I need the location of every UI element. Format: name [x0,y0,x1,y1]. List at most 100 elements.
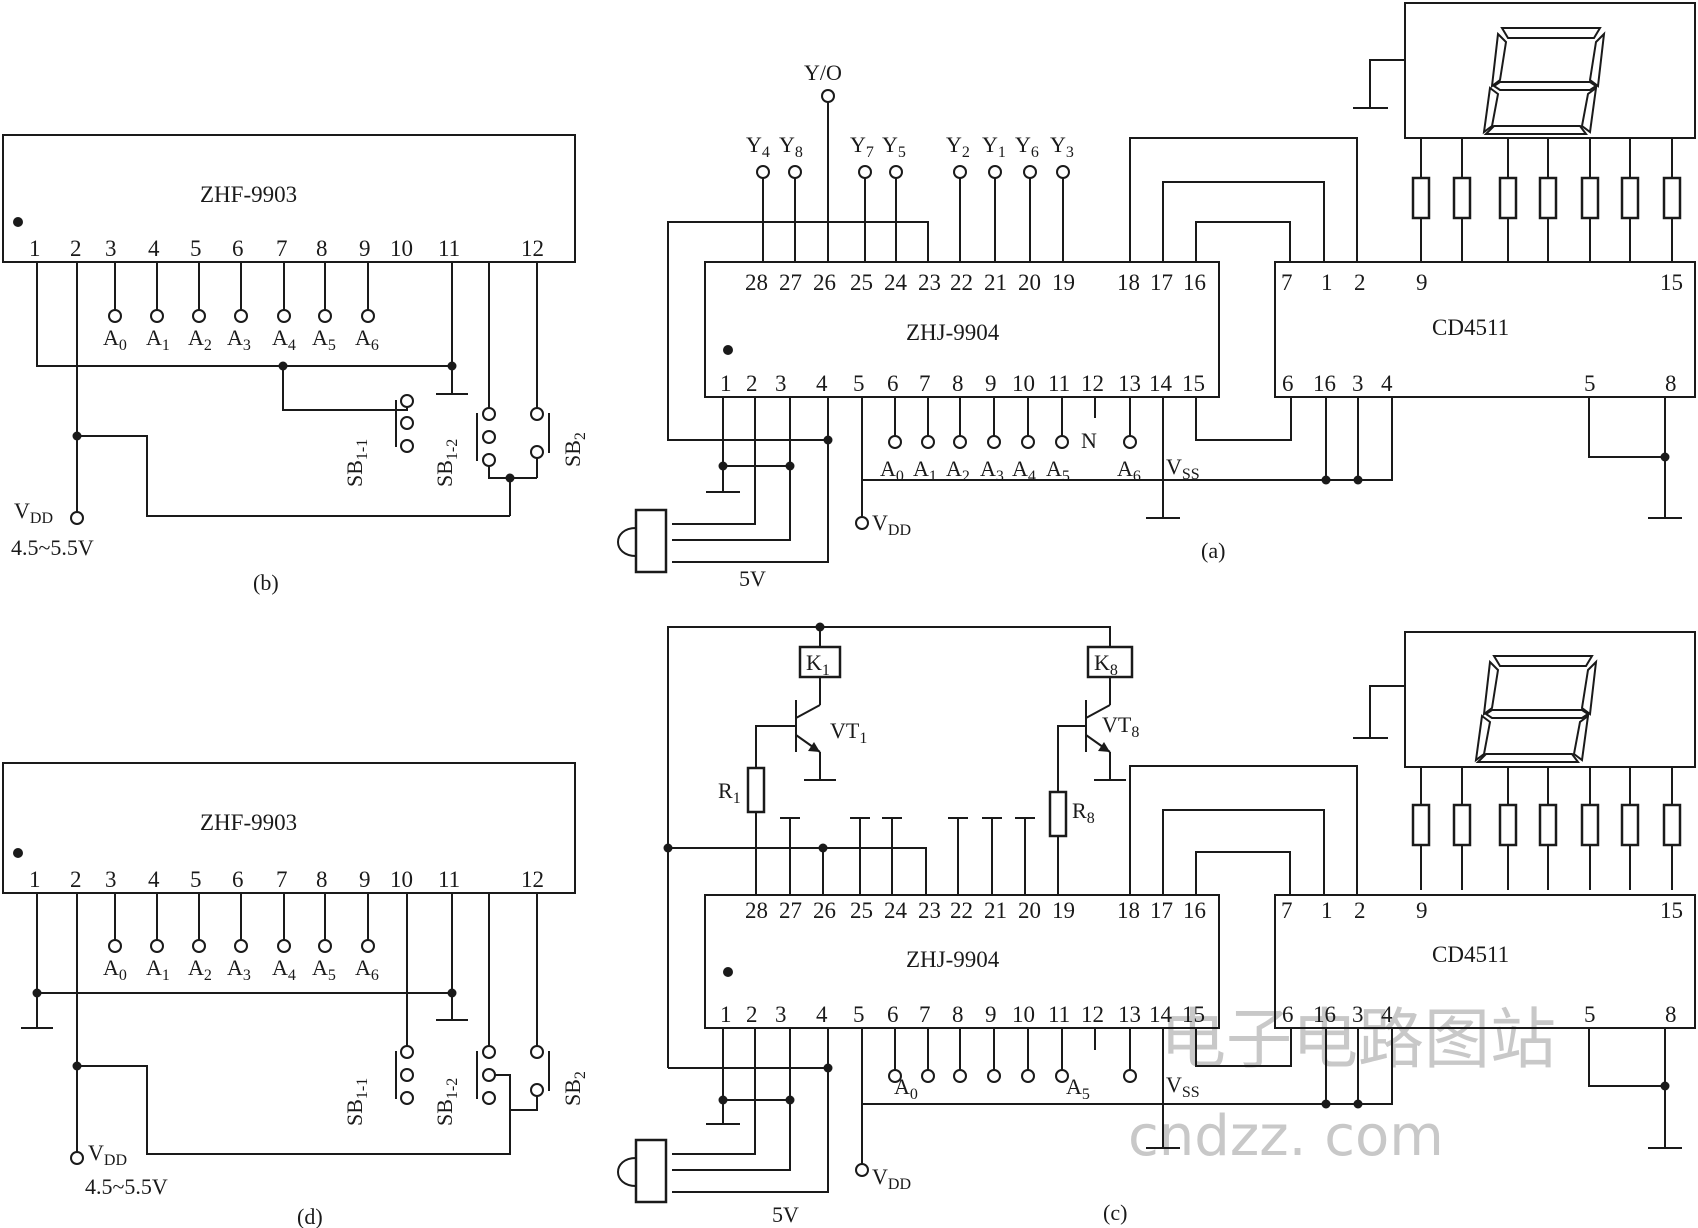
wiring-a [667,137,1682,563]
svg-text:9: 9 [1416,898,1428,923]
svg-text:A2: A2 [188,325,212,354]
decoder-top-pins-c: 28 27 26 25 24 23 22 21 20 19 18 17 16 [745,898,1206,923]
svg-text:A1: A1 [146,955,170,984]
svg-text:Y4: Y4 [746,132,770,161]
pin1-marker-c [723,967,733,977]
svg-text:19: 19 [1052,898,1075,923]
switches-d [395,1045,550,1111]
a0-label-c: A0 [894,1074,918,1103]
svg-text:15: 15 [1660,898,1683,923]
n-label-a: N [1081,428,1097,453]
svg-text:4: 4 [816,371,828,396]
svg-text:4: 4 [816,1002,828,1027]
caption-c: (c) [1103,1200,1127,1225]
svg-text:1: 1 [720,371,732,396]
svg-text:20: 20 [1018,898,1041,923]
svg-text:5: 5 [853,371,865,396]
relay-driver-network-c [663,622,1682,1193]
address-labels-a: A0 A1 A2 A3 A4 A5 [880,456,1070,485]
svg-text:5: 5 [853,1002,865,1027]
chip-label-d: ZHF-9903 [200,810,297,835]
svg-text:6: 6 [1282,1002,1294,1027]
decoder-label-c: ZHJ-9904 [906,947,1000,972]
svg-text:19: 19 [1052,270,1075,295]
switches-b [395,394,550,479]
svg-text:12: 12 [521,236,544,261]
svg-text:8: 8 [952,371,964,396]
segment-resistors-a [1411,138,1682,262]
svg-text:18: 18 [1117,270,1140,295]
svg-text:23: 23 [918,270,941,295]
svg-text:21: 21 [984,270,1007,295]
ir-receiver-c [617,1138,668,1204]
svg-text:5: 5 [190,236,202,261]
sb1-1-label-b: SB1-1 [342,439,371,487]
panel-b: ZHF-9903 1 2 3 4 5 6 7 8 9 10 11 12 A0 [2,134,589,595]
svg-text:23: 23 [918,898,941,923]
seven-seg-digit-a [1482,27,1606,135]
address-labels-b: A0 A1 A2 A3 A4 A5 A6 [103,325,379,354]
svg-text:11: 11 [438,236,460,261]
svg-text:15: 15 [1182,371,1205,396]
svg-text:A4: A4 [272,955,296,984]
svg-text:16: 16 [1313,371,1336,396]
svg-text:3: 3 [1352,371,1364,396]
svg-text:28: 28 [745,898,768,923]
relay8-label-c: K8 [1094,650,1118,679]
svg-text:11: 11 [438,867,460,892]
svg-text:13: 13 [1118,371,1141,396]
svg-text:6: 6 [887,371,899,396]
chip-pins-b: 1 2 3 4 5 6 7 8 9 10 11 12 [29,236,544,261]
svg-text:8: 8 [316,236,328,261]
svg-text:28: 28 [745,270,768,295]
svg-text:5: 5 [1584,1002,1596,1027]
svg-text:24: 24 [884,898,908,923]
caption-b: (b) [253,570,279,595]
vss-label-a: VSS [1166,454,1200,483]
svg-text:5: 5 [190,867,202,892]
svg-text:11: 11 [1048,371,1070,396]
svg-text:2: 2 [746,1002,758,1027]
svg-text:18: 18 [1117,898,1140,923]
svg-text:6: 6 [232,867,244,892]
zhj-9904-chip-c [704,894,1220,1029]
driver-label-c: CD4511 [1432,942,1509,967]
svg-text:A4: A4 [1012,456,1036,485]
address-terminals-b [108,262,375,323]
svg-text:10: 10 [390,236,413,261]
svg-text:27: 27 [779,270,802,295]
svg-text:Y3: Y3 [1050,132,1074,161]
svg-text:13: 13 [1118,1002,1141,1027]
display-gnd-wire-a [1369,59,1405,108]
svg-text:A0: A0 [103,955,127,984]
svg-text:7: 7 [919,1002,931,1027]
svg-text:2: 2 [70,236,82,261]
watermark-url: cndzz. com [1128,1104,1444,1169]
svg-text:A0: A0 [880,456,904,485]
svg-text:Y7: Y7 [850,132,874,161]
svg-text:6: 6 [887,1002,899,1027]
caption-a: (a) [1201,538,1225,563]
svg-text:3: 3 [775,371,787,396]
svg-text:Y1: Y1 [982,132,1006,161]
seven-seg-display-a [1404,2,1696,139]
svg-text:1: 1 [1321,898,1333,923]
svg-text:11: 11 [1048,1002,1070,1027]
svg-text:14: 14 [1149,371,1173,396]
svg-text:6: 6 [232,236,244,261]
seven-seg-display-c [1404,631,1696,768]
svg-text:A3: A3 [227,325,251,354]
svg-text:8: 8 [316,867,328,892]
svg-text:A1: A1 [146,325,170,354]
svg-text:8: 8 [952,1002,964,1027]
svg-text:26: 26 [813,270,836,295]
svg-text:12: 12 [1081,1002,1104,1027]
pin1-marker-d [13,848,23,858]
svg-text:4: 4 [1381,1002,1393,1027]
display-gnd-wire-c [1369,685,1405,738]
svg-text:22: 22 [950,898,973,923]
svg-text:8: 8 [1665,1002,1677,1027]
vdd-label-d: VDD [88,1140,127,1169]
svg-text:17: 17 [1150,270,1173,295]
